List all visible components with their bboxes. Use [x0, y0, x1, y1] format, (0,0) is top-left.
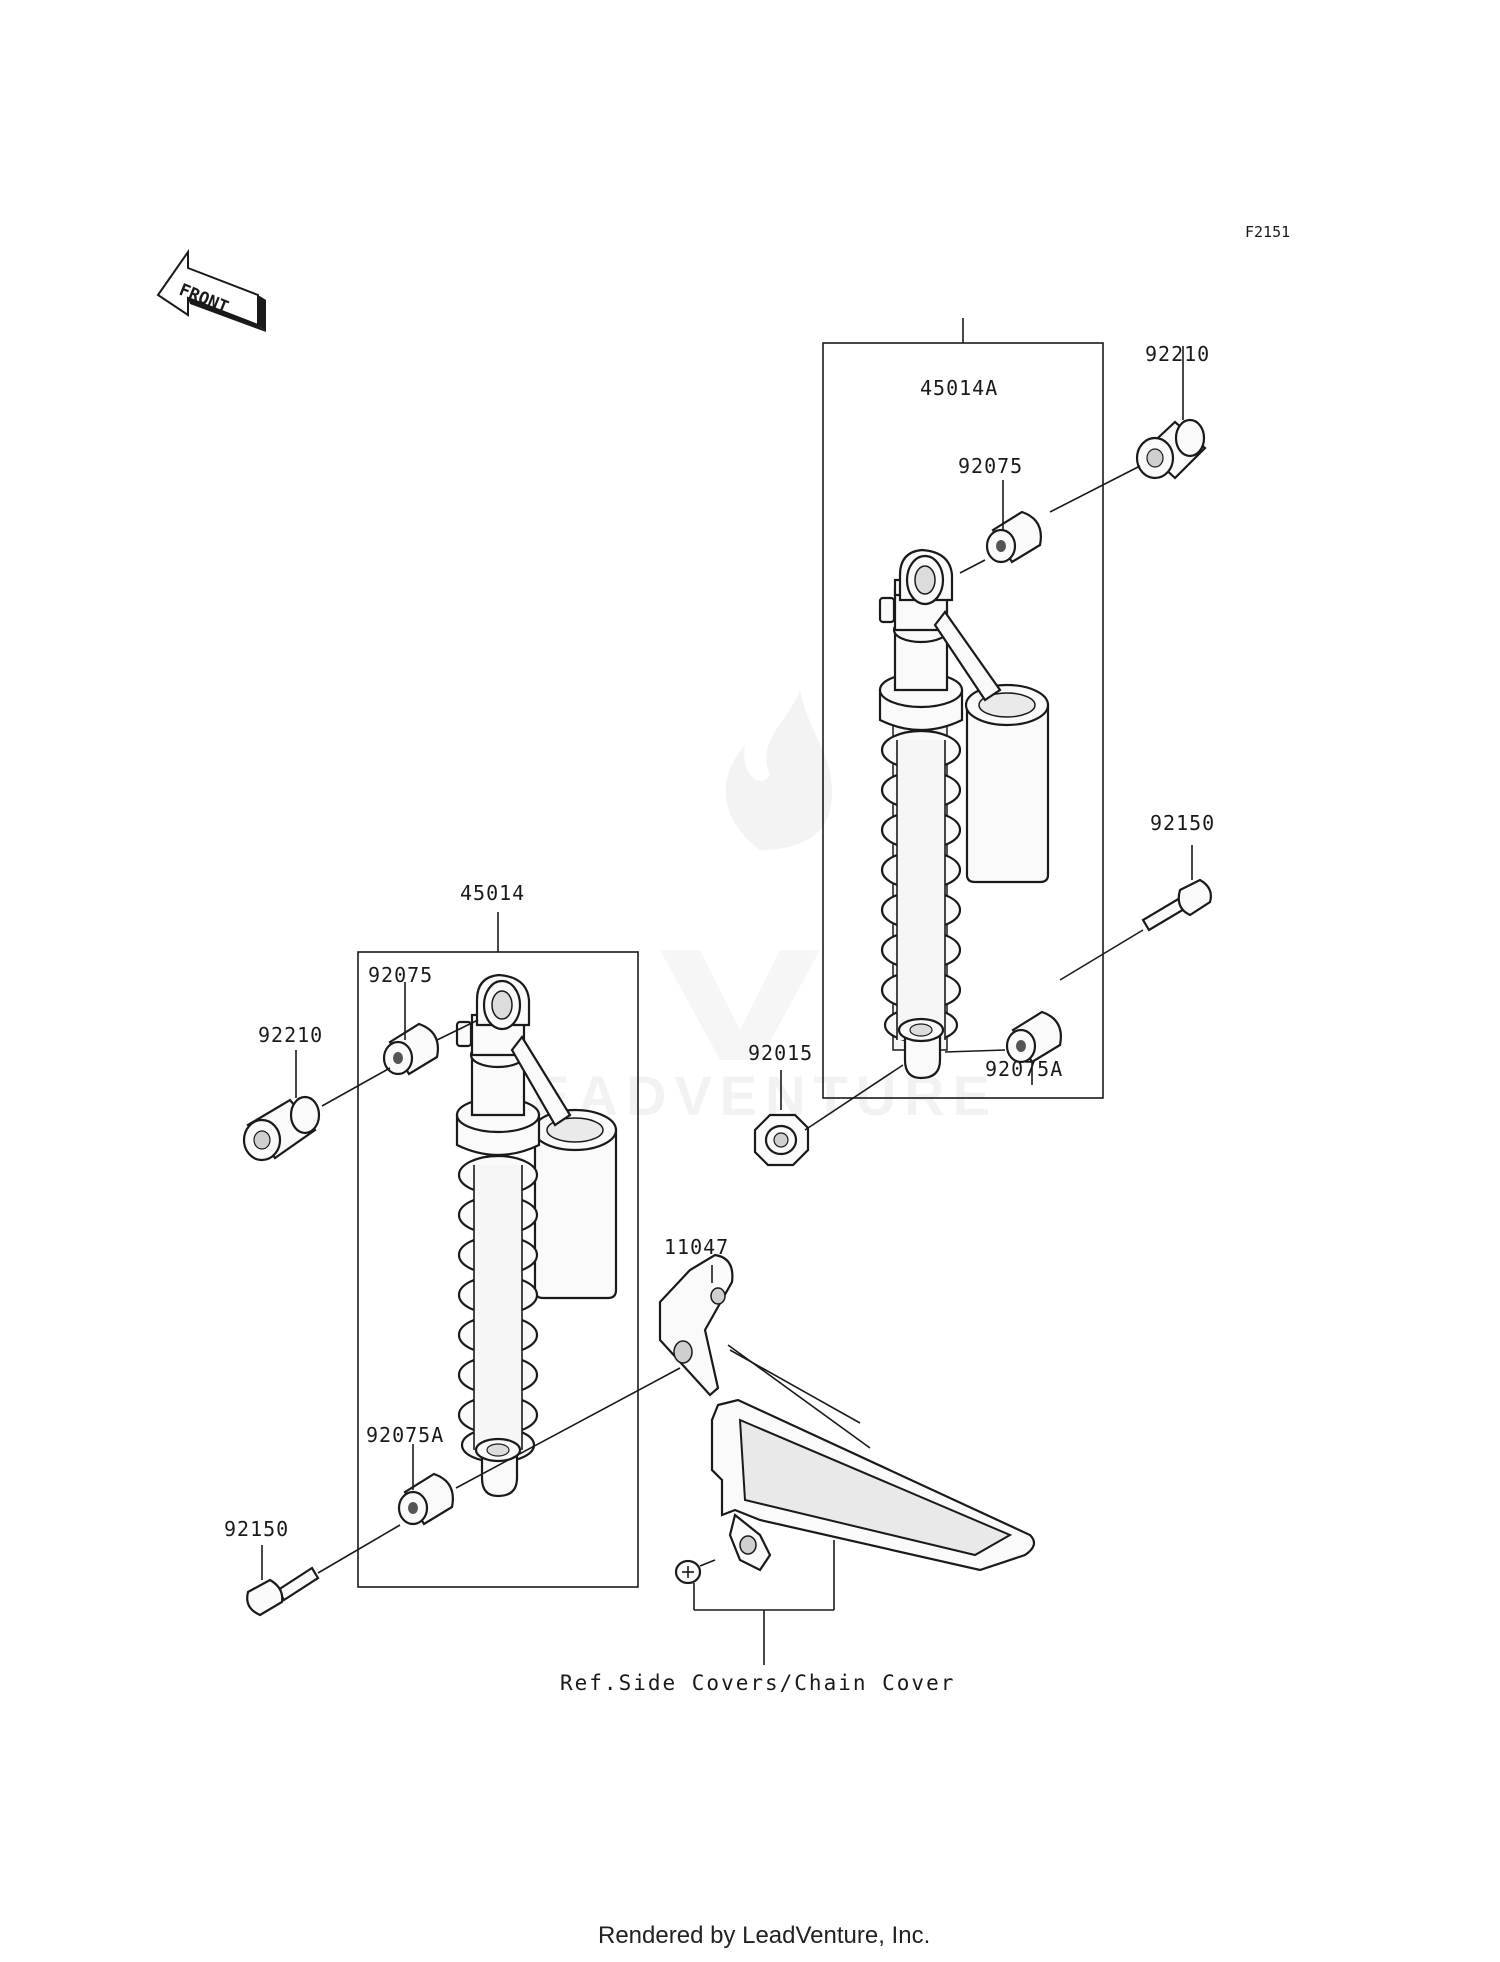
screw: [674, 1559, 716, 1585]
coil-spring-left: [457, 1154, 539, 1464]
label-92075A-left: 92075A: [366, 1423, 444, 1447]
collar-92210-left: [242, 1095, 321, 1162]
bolt-92150-right: [1141, 878, 1212, 932]
reservoir-left: [532, 1108, 618, 1300]
label-45014: 45014: [460, 881, 525, 905]
bushing-92075-right: [985, 510, 1042, 564]
label-92210-top: 92210: [1145, 342, 1210, 366]
reference-note: Ref.Side Covers/Chain Cover: [560, 1671, 955, 1695]
footer-credit: Rendered by LeadVenture, Inc.: [598, 1922, 930, 1949]
top-eye-left: [475, 973, 531, 1031]
reservoir-right: [964, 683, 1050, 884]
label-92210-left: 92210: [258, 1023, 323, 1047]
shock-absorber-45014: [357, 912, 639, 1588]
label-92150-left: 92150: [224, 1517, 289, 1541]
top-eye-right: [898, 548, 954, 606]
front-arrow-icon: FRONT: [156, 248, 266, 332]
coil-spring-right: [880, 719, 962, 1051]
label-92150-right: 92150: [1150, 811, 1215, 835]
label-92075-top: 92075: [958, 454, 1023, 478]
chain-cover: [710, 1398, 1036, 1572]
nut-92015: [753, 1113, 810, 1167]
shock-absorber-45014A: [822, 318, 1104, 1099]
bushing-92075-left: [382, 1022, 439, 1076]
bolt-92150-left: [246, 1566, 320, 1617]
reference-bracket: [693, 1540, 835, 1665]
reservoir-hose-right: [933, 610, 1002, 702]
bushing-92075A-left: [397, 1472, 454, 1526]
label-92015: 92015: [748, 1041, 813, 1065]
watermark-logo: LEADVENTURE: [490, 690, 990, 1127]
collar-92210-right: [1135, 418, 1207, 480]
diagram-code: F2151: [1245, 223, 1290, 241]
bottom-eye-left: [474, 1437, 522, 1498]
label-92075-left: 92075: [368, 963, 433, 987]
bracket-11047: [658, 1253, 734, 1397]
label-45014A: 45014A: [920, 376, 998, 400]
reservoir-hose-left: [510, 1035, 572, 1127]
bushing-92075A-right: [1005, 1010, 1062, 1064]
bottom-eye-right: [897, 1017, 945, 1080]
label-92075A-right: 92075A: [985, 1057, 1063, 1081]
label-11047: 11047: [664, 1235, 729, 1259]
